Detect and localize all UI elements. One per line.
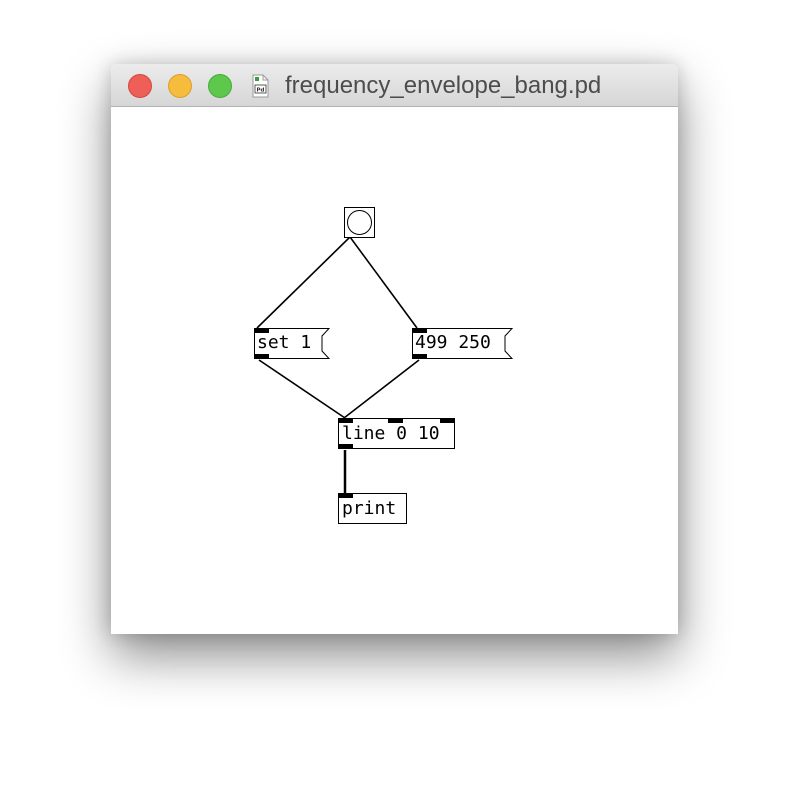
title-bar[interactable]: Pd frequency_envelope_bang.pd [111, 64, 678, 107]
svg-text:Pd: Pd [257, 88, 265, 94]
bang-object[interactable] [344, 207, 375, 238]
object-text: print [342, 498, 397, 519]
wire-bang-to-values [349, 236, 418, 329]
object-print[interactable]: print [338, 493, 407, 524]
inlet-left[interactable] [338, 418, 353, 423]
outlet-left[interactable] [338, 444, 353, 449]
wire-set-to-line [258, 359, 346, 419]
wire-values-to-line [343, 359, 420, 419]
message-text: 499 250 [415, 332, 491, 353]
message-text: set 1 [257, 332, 312, 353]
inlet-right[interactable] [440, 418, 455, 423]
minimize-button[interactable] [168, 74, 192, 98]
inlet-left[interactable] [338, 493, 353, 498]
object-line[interactable]: line 0 10 [338, 418, 455, 449]
zoom-button[interactable] [208, 74, 232, 98]
patch-window[interactable]: Pd frequency_envelope_bang.pd set 1 [111, 64, 678, 634]
close-button[interactable] [128, 74, 152, 98]
bang-circle-icon [347, 210, 372, 235]
message-outline [412, 328, 513, 359]
message-values[interactable]: 499 250 [412, 328, 513, 359]
object-text: line 0 10 [342, 423, 440, 444]
wire-bang-to-set [256, 236, 351, 329]
message-outline [254, 328, 330, 359]
window-title: frequency_envelope_bang.pd [285, 72, 602, 99]
message-set-1[interactable]: set 1 [254, 328, 330, 359]
inlet-middle[interactable] [388, 418, 403, 423]
patch-connections [256, 236, 420, 493]
pd-document-icon: Pd [252, 74, 269, 98]
patch-canvas[interactable]: set 1 499 250 line 0 10 print [111, 107, 678, 634]
